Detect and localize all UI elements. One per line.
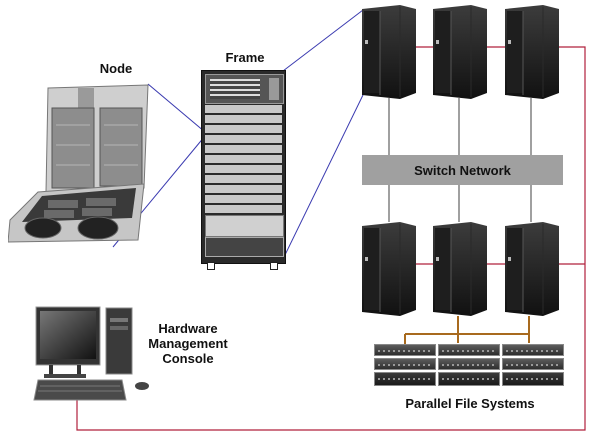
node-label: Node xyxy=(99,61,133,76)
switch-network: Switch Network xyxy=(362,155,563,185)
zoom-line-frame-bottom xyxy=(283,94,364,258)
hmc-label-line-1: Hardware xyxy=(158,321,218,336)
server-tower-icon xyxy=(505,222,559,316)
rack-frame xyxy=(201,70,286,264)
hmc-label-line-3: Console xyxy=(162,351,214,366)
server-tower-bottom-3 xyxy=(505,222,561,317)
rack-foot-left xyxy=(207,262,215,270)
server-tower-top-3 xyxy=(505,5,561,100)
server-tower-icon xyxy=(433,5,487,99)
storage-array-2 xyxy=(438,344,500,388)
server-tower-icon xyxy=(362,5,416,99)
hmc-label: Hardware Management Console xyxy=(138,321,238,366)
server-tower-bottom-2 xyxy=(433,222,489,317)
storage-array-1 xyxy=(374,344,436,388)
rack-foot-right xyxy=(270,262,278,270)
server-tower-top-1 xyxy=(362,5,418,100)
storage-links xyxy=(404,316,530,344)
storage-label: Parallel File Systems xyxy=(405,396,535,411)
hmc-label-line-2: Management xyxy=(148,336,228,351)
storage-array-3 xyxy=(502,344,564,388)
compute-node-drawer xyxy=(8,84,149,243)
server-tower-icon xyxy=(505,5,559,99)
switch-network-label: Switch Network xyxy=(414,162,511,178)
zoom-line-frame-top xyxy=(282,9,364,72)
server-tower-bottom-1 xyxy=(362,222,418,317)
switch-links xyxy=(388,98,532,222)
zoom-line-node-top xyxy=(147,83,206,133)
server-tower-top-2 xyxy=(433,5,489,100)
management-links xyxy=(76,46,586,431)
server-tower-icon xyxy=(362,222,416,316)
frame-label: Frame xyxy=(225,50,265,65)
server-tower-icon xyxy=(433,222,487,316)
workstation xyxy=(33,306,149,401)
